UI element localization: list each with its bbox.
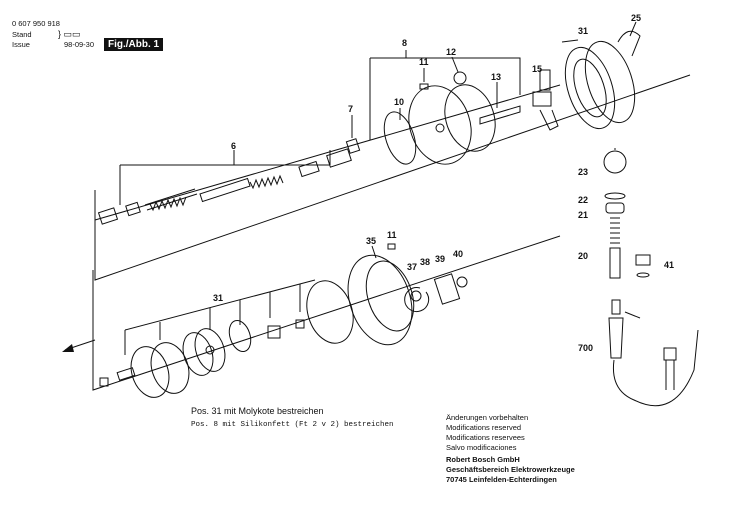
callout-8: 8: [402, 38, 408, 48]
callout-7: 7: [348, 104, 354, 114]
callout-38: 38: [420, 257, 431, 267]
callout-21: 21: [578, 210, 589, 220]
callout-22: 22: [578, 195, 589, 205]
callout-25: 25: [631, 13, 642, 23]
figure-label: Fig./Abb. 1: [104, 38, 164, 51]
imprint-mod-fr: Modifications reservees: [446, 433, 525, 442]
imprint-mod-es: Salvo modificaciones: [446, 443, 517, 452]
note-molykote: Pos. 31 mit Molykote bestreichen: [191, 406, 324, 416]
callout-31-lower: 31: [213, 293, 224, 303]
stand-brace-icon: } ▭▭: [58, 29, 81, 39]
callout-37: 37: [407, 262, 418, 272]
imprint-address: 70745 Leinfelden-Echterdingen: [446, 475, 557, 484]
note-silikonfett: Pos. 8 mit Silikonfett (Ft 2 v 2) bestre…: [191, 421, 394, 429]
callout-11-lower: 11: [387, 230, 397, 240]
callout-12: 12: [446, 47, 457, 57]
imprint-block: Änderungen vorbehalten Modifications res…: [446, 413, 575, 485]
callout-700: 700: [578, 343, 594, 353]
imprint-mod-de: Änderungen vorbehalten: [446, 413, 529, 422]
stand-label: Stand: [12, 30, 32, 39]
callout-23: 23: [578, 167, 589, 177]
callout-40: 40: [453, 249, 464, 259]
callout-10: 10: [394, 97, 405, 107]
callout-13: 13: [491, 72, 502, 82]
spring-rod-group: [97, 148, 352, 225]
callout-31-upper: 31: [578, 26, 589, 36]
callout-39: 39: [435, 254, 446, 264]
callout-15: 15: [532, 64, 543, 74]
imprint-mod-en: Modifications reserved: [446, 423, 522, 432]
imprint-company: Robert Bosch GmbH: [446, 455, 520, 464]
issue-date: 98-09-30: [64, 40, 95, 49]
callout-41: 41: [664, 260, 675, 270]
callout-6: 6: [231, 141, 237, 151]
callout-35: 35: [366, 236, 377, 246]
callout-11-upper: 11: [419, 57, 429, 67]
part-number: 0 607 950 918: [12, 19, 60, 28]
imprint-division: Geschäftsbereich Elektrowerkzeuge: [446, 465, 575, 474]
issue-label: Issue: [12, 40, 30, 49]
callout-20: 20: [578, 251, 589, 261]
